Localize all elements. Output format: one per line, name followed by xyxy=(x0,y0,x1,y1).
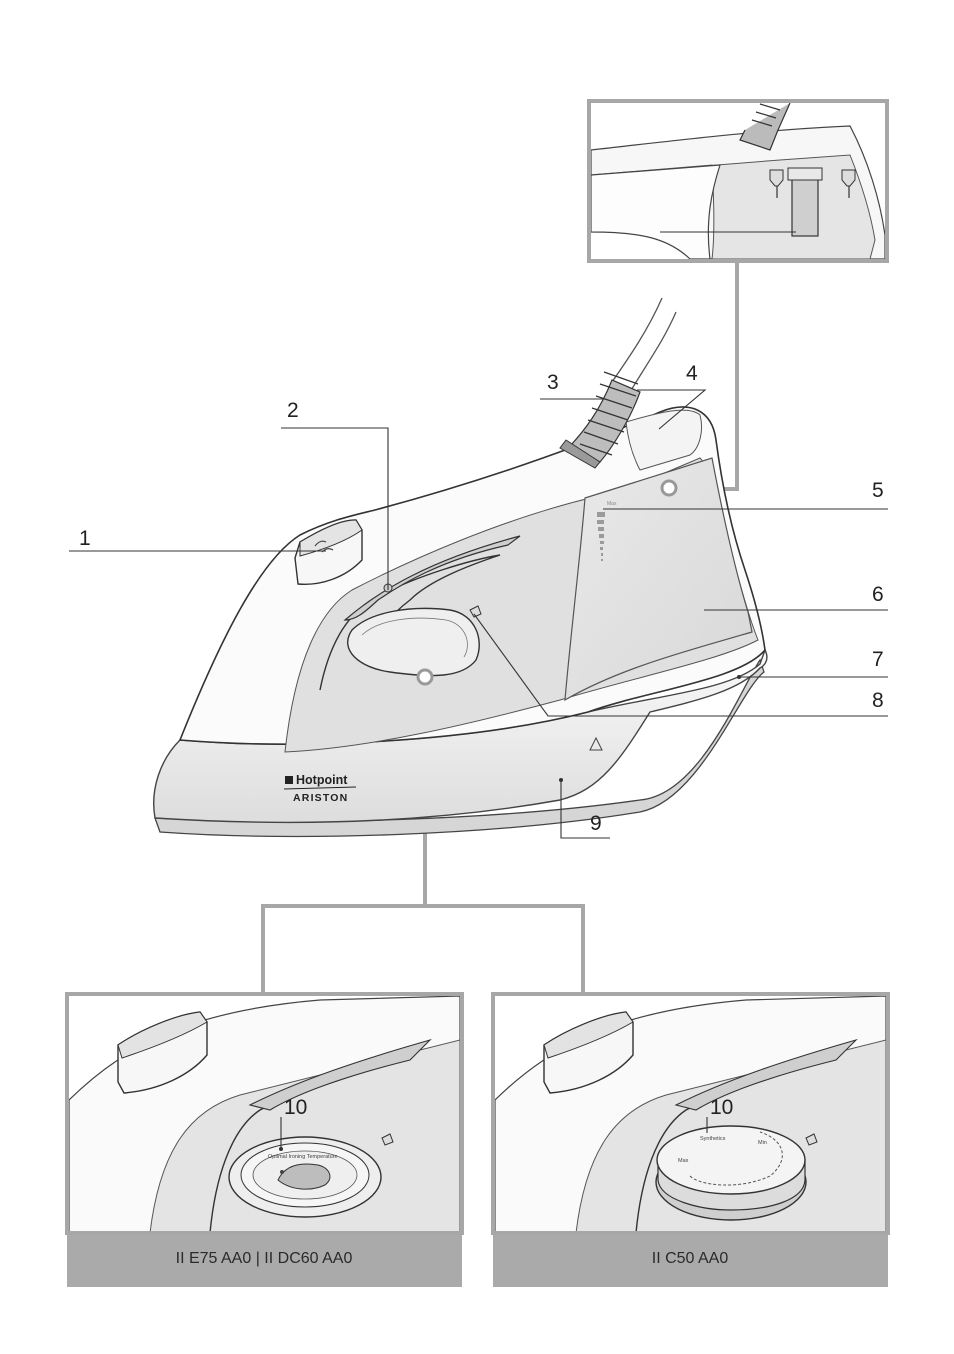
water-tank xyxy=(564,457,753,702)
callout-6: 6 xyxy=(872,583,884,606)
max-level-scale xyxy=(597,512,605,561)
iron-main-illustration: Max Hotpoint ARISTON xyxy=(153,297,768,838)
brand-line1: Hotpoint xyxy=(296,773,348,787)
marker-10 xyxy=(416,668,434,686)
temperature-dial xyxy=(347,607,480,677)
brand-logo: Hotpoint ARISTON xyxy=(283,773,357,804)
dial-label-synthetics: Synthetics xyxy=(700,1136,726,1142)
left-caption-band xyxy=(67,1233,462,1287)
dial-ring-text: Optimal Ironing Temperature xyxy=(268,1154,338,1160)
steam-button xyxy=(294,519,363,585)
right-panel-callout-10: 10 xyxy=(710,1096,733,1119)
water-fill-cap xyxy=(625,409,703,471)
callout-9: 9 xyxy=(590,812,602,835)
left-panel-callout-10: 10 xyxy=(284,1096,307,1119)
left-model-caption: II E75 AA0 | II DC60 AA0 xyxy=(176,1250,353,1267)
callout-1: 1 xyxy=(79,527,91,550)
marker-5 xyxy=(660,479,678,497)
left-panel-frame xyxy=(65,992,464,1235)
callout-8: 8 xyxy=(872,689,884,712)
steam-indicator-icon xyxy=(469,605,482,618)
callout-4: 4 xyxy=(686,362,698,385)
callout-3: 3 xyxy=(547,371,559,394)
right-panel-frame xyxy=(491,992,890,1235)
model-panel-right: Synthetics Min Max 10 II C50 AA0 xyxy=(491,992,890,1287)
marker-9 xyxy=(559,778,563,782)
right-caption-band xyxy=(493,1233,888,1287)
model-panel-left: Optimal Ironing Temperature 10 II E75 AA… xyxy=(65,992,464,1287)
max-marking: Max xyxy=(607,501,617,507)
handle-underside xyxy=(343,535,521,621)
callout-5: 5 xyxy=(872,479,884,502)
callout-2: 2 xyxy=(287,399,299,422)
detail-panel-top xyxy=(587,99,889,263)
dial-label-min: Min xyxy=(758,1140,767,1146)
marker-7 xyxy=(737,675,741,679)
anti-scale-cartridge xyxy=(791,171,819,237)
brand-line2: ARISTON xyxy=(293,792,348,804)
warning-triangle-icon xyxy=(589,736,603,751)
cord-guard xyxy=(559,371,641,469)
callout-markers xyxy=(416,479,741,782)
dial-label-max: Max xyxy=(678,1158,689,1164)
callout-7: 7 xyxy=(872,648,884,671)
detail-panel-top-frame xyxy=(587,99,889,263)
right-model-caption: II C50 AA0 xyxy=(652,1250,729,1267)
